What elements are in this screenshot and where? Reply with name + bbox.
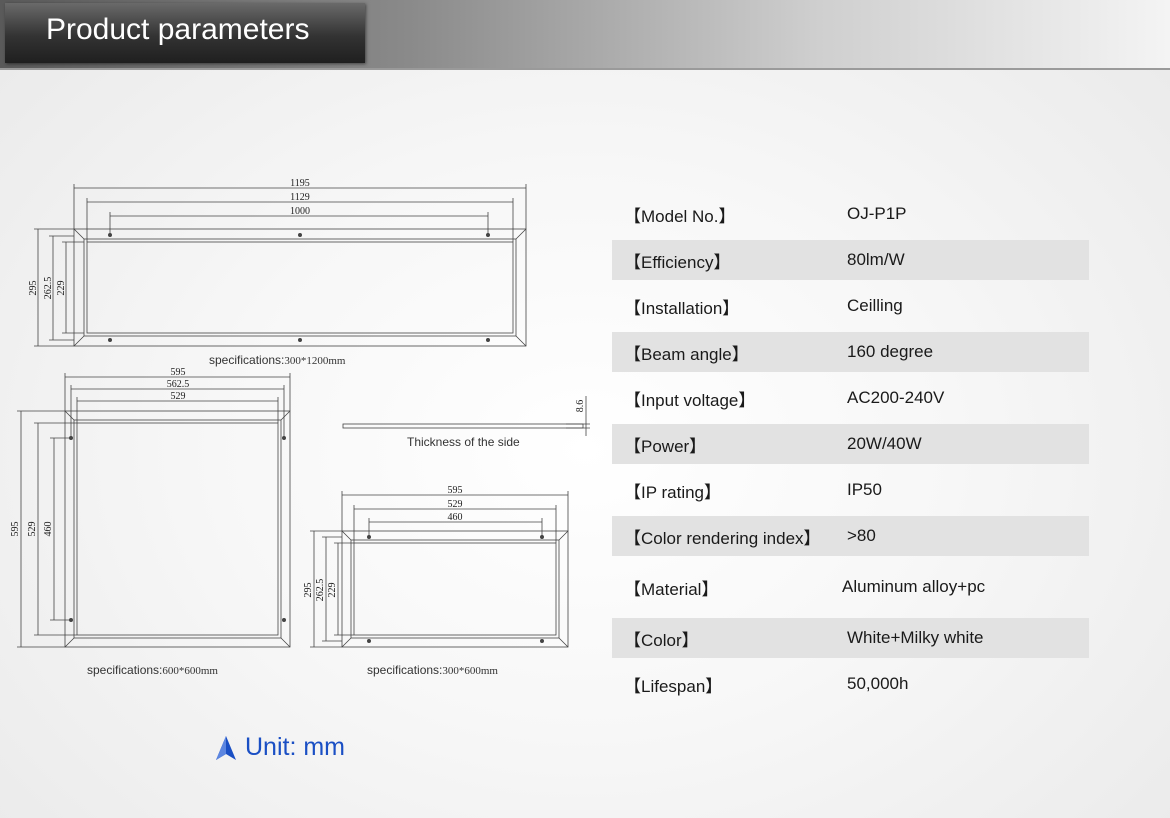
param-row-input-voltage: 【Input voltage】 AC200-240V bbox=[612, 378, 1089, 418]
dim-h-mid: 529 bbox=[448, 499, 463, 510]
param-label: 【Model No.】 bbox=[624, 206, 736, 226]
dim-v-mid: 529 bbox=[27, 522, 38, 537]
header-banner: Product parameters bbox=[0, 0, 1170, 70]
dim-v-inner: 229 bbox=[56, 281, 67, 296]
param-row-installation: 【Installation】 Ceilling bbox=[612, 286, 1089, 326]
drawing-600x600: 595 562.5 529 595 529 460 bbox=[10, 367, 291, 648]
unit-label: Unit: mm bbox=[245, 733, 345, 761]
dim-v-mid: 262.5 bbox=[43, 277, 54, 300]
dim-v-inner: 229 bbox=[327, 583, 338, 598]
param-value: IP50 bbox=[847, 480, 882, 499]
param-label: 【Beam angle】 bbox=[624, 344, 749, 364]
param-label: 【Installation】 bbox=[624, 298, 740, 318]
drawing-300x1200: 1195 1129 1000 295 262.5 229 bbox=[28, 178, 527, 347]
param-value: 80lm/W bbox=[847, 250, 905, 269]
page-title: Product parameters bbox=[46, 13, 310, 46]
spec-caption-300x1200: specifications:300*1200mm bbox=[209, 353, 346, 367]
param-row-beam-angle: 【Beam angle】 160 degree bbox=[612, 332, 1089, 372]
spec-prefix: specifications: bbox=[367, 663, 443, 677]
spec-prefix: specifications: bbox=[209, 353, 285, 367]
spec-prefix: specifications: bbox=[87, 663, 163, 677]
unit-note: Unit: mm bbox=[215, 733, 345, 762]
thickness-caption: Thickness of the side bbox=[407, 435, 520, 449]
spec-caption-300x600: specifications:300*600mm bbox=[367, 663, 498, 677]
title-box bbox=[5, 3, 365, 63]
dim-v-outer: 295 bbox=[28, 281, 39, 296]
param-row-power: 【Power】 20W/40W bbox=[612, 424, 1089, 464]
dim-h-mid: 1129 bbox=[290, 192, 310, 203]
param-value: White+Milky white bbox=[847, 628, 984, 647]
dim-v-outer: 595 bbox=[10, 522, 21, 537]
drawing-side: 8.6 bbox=[342, 396, 590, 436]
spec-value: 300*1200mm bbox=[284, 355, 346, 367]
dim-h-outer: 595 bbox=[448, 485, 463, 496]
dim-h-inner: 529 bbox=[171, 391, 186, 402]
spec-value: 600*600mm bbox=[162, 665, 218, 677]
param-row-lifespan: 【Lifespan】 50,000h bbox=[612, 664, 1089, 704]
param-value: 160 degree bbox=[847, 342, 934, 361]
param-value: Aluminum alloy+pc bbox=[842, 577, 986, 596]
dim-h-inner: 460 bbox=[448, 512, 463, 523]
param-label: 【Material】 bbox=[624, 579, 719, 599]
param-row-cri: 【Color rendering index】 >80 bbox=[612, 516, 1089, 556]
param-value: >80 bbox=[847, 526, 876, 545]
param-label: 【Lifespan】 bbox=[624, 676, 723, 696]
drawing-300x600: 595 529 460 295 262.5 229 bbox=[303, 485, 569, 648]
dim-thickness: 8.6 bbox=[575, 400, 586, 413]
param-value: OJ-P1P bbox=[847, 204, 907, 223]
param-value: 20W/40W bbox=[847, 434, 922, 453]
dim-v-inner: 460 bbox=[43, 522, 54, 537]
dim-h-mid: 562.5 bbox=[167, 379, 190, 390]
param-row-ip-rating: 【IP rating】 IP50 bbox=[612, 470, 1089, 510]
param-label: 【Color rendering index】 bbox=[624, 528, 821, 548]
dim-h-outer: 595 bbox=[171, 367, 186, 378]
param-row-material: 【Material】 Aluminum alloy+pc bbox=[612, 562, 1089, 612]
param-label: 【Input voltage】 bbox=[624, 390, 756, 410]
dim-h-inner: 1000 bbox=[290, 206, 310, 217]
param-value: 50,000h bbox=[847, 674, 909, 693]
spec-value: 300*600mm bbox=[442, 665, 498, 677]
param-label: 【Efficiency】 bbox=[624, 252, 731, 272]
param-value: Ceilling bbox=[847, 296, 903, 315]
dim-h-outer: 1195 bbox=[290, 178, 310, 189]
dim-v-mid: 262.5 bbox=[315, 579, 326, 602]
param-row-color: 【Color】 White+Milky white bbox=[612, 618, 1089, 658]
dim-v-outer: 295 bbox=[303, 583, 314, 598]
param-label: 【IP rating】 bbox=[624, 482, 722, 502]
param-value: AC200-240V bbox=[847, 388, 945, 407]
param-label: 【Color】 bbox=[624, 630, 699, 650]
param-label: 【Power】 bbox=[624, 436, 707, 456]
spec-caption-600x600: specifications:600*600mm bbox=[87, 663, 218, 677]
param-row-model: 【Model No.】 OJ-P1P bbox=[612, 194, 1089, 234]
parameters-table: 【Model No.】 OJ-P1P 【Efficiency】 80lm/W 【In… bbox=[612, 194, 1089, 710]
param-row-efficiency: 【Efficiency】 80lm/W bbox=[612, 240, 1089, 280]
arrow-up-icon bbox=[216, 736, 236, 761]
